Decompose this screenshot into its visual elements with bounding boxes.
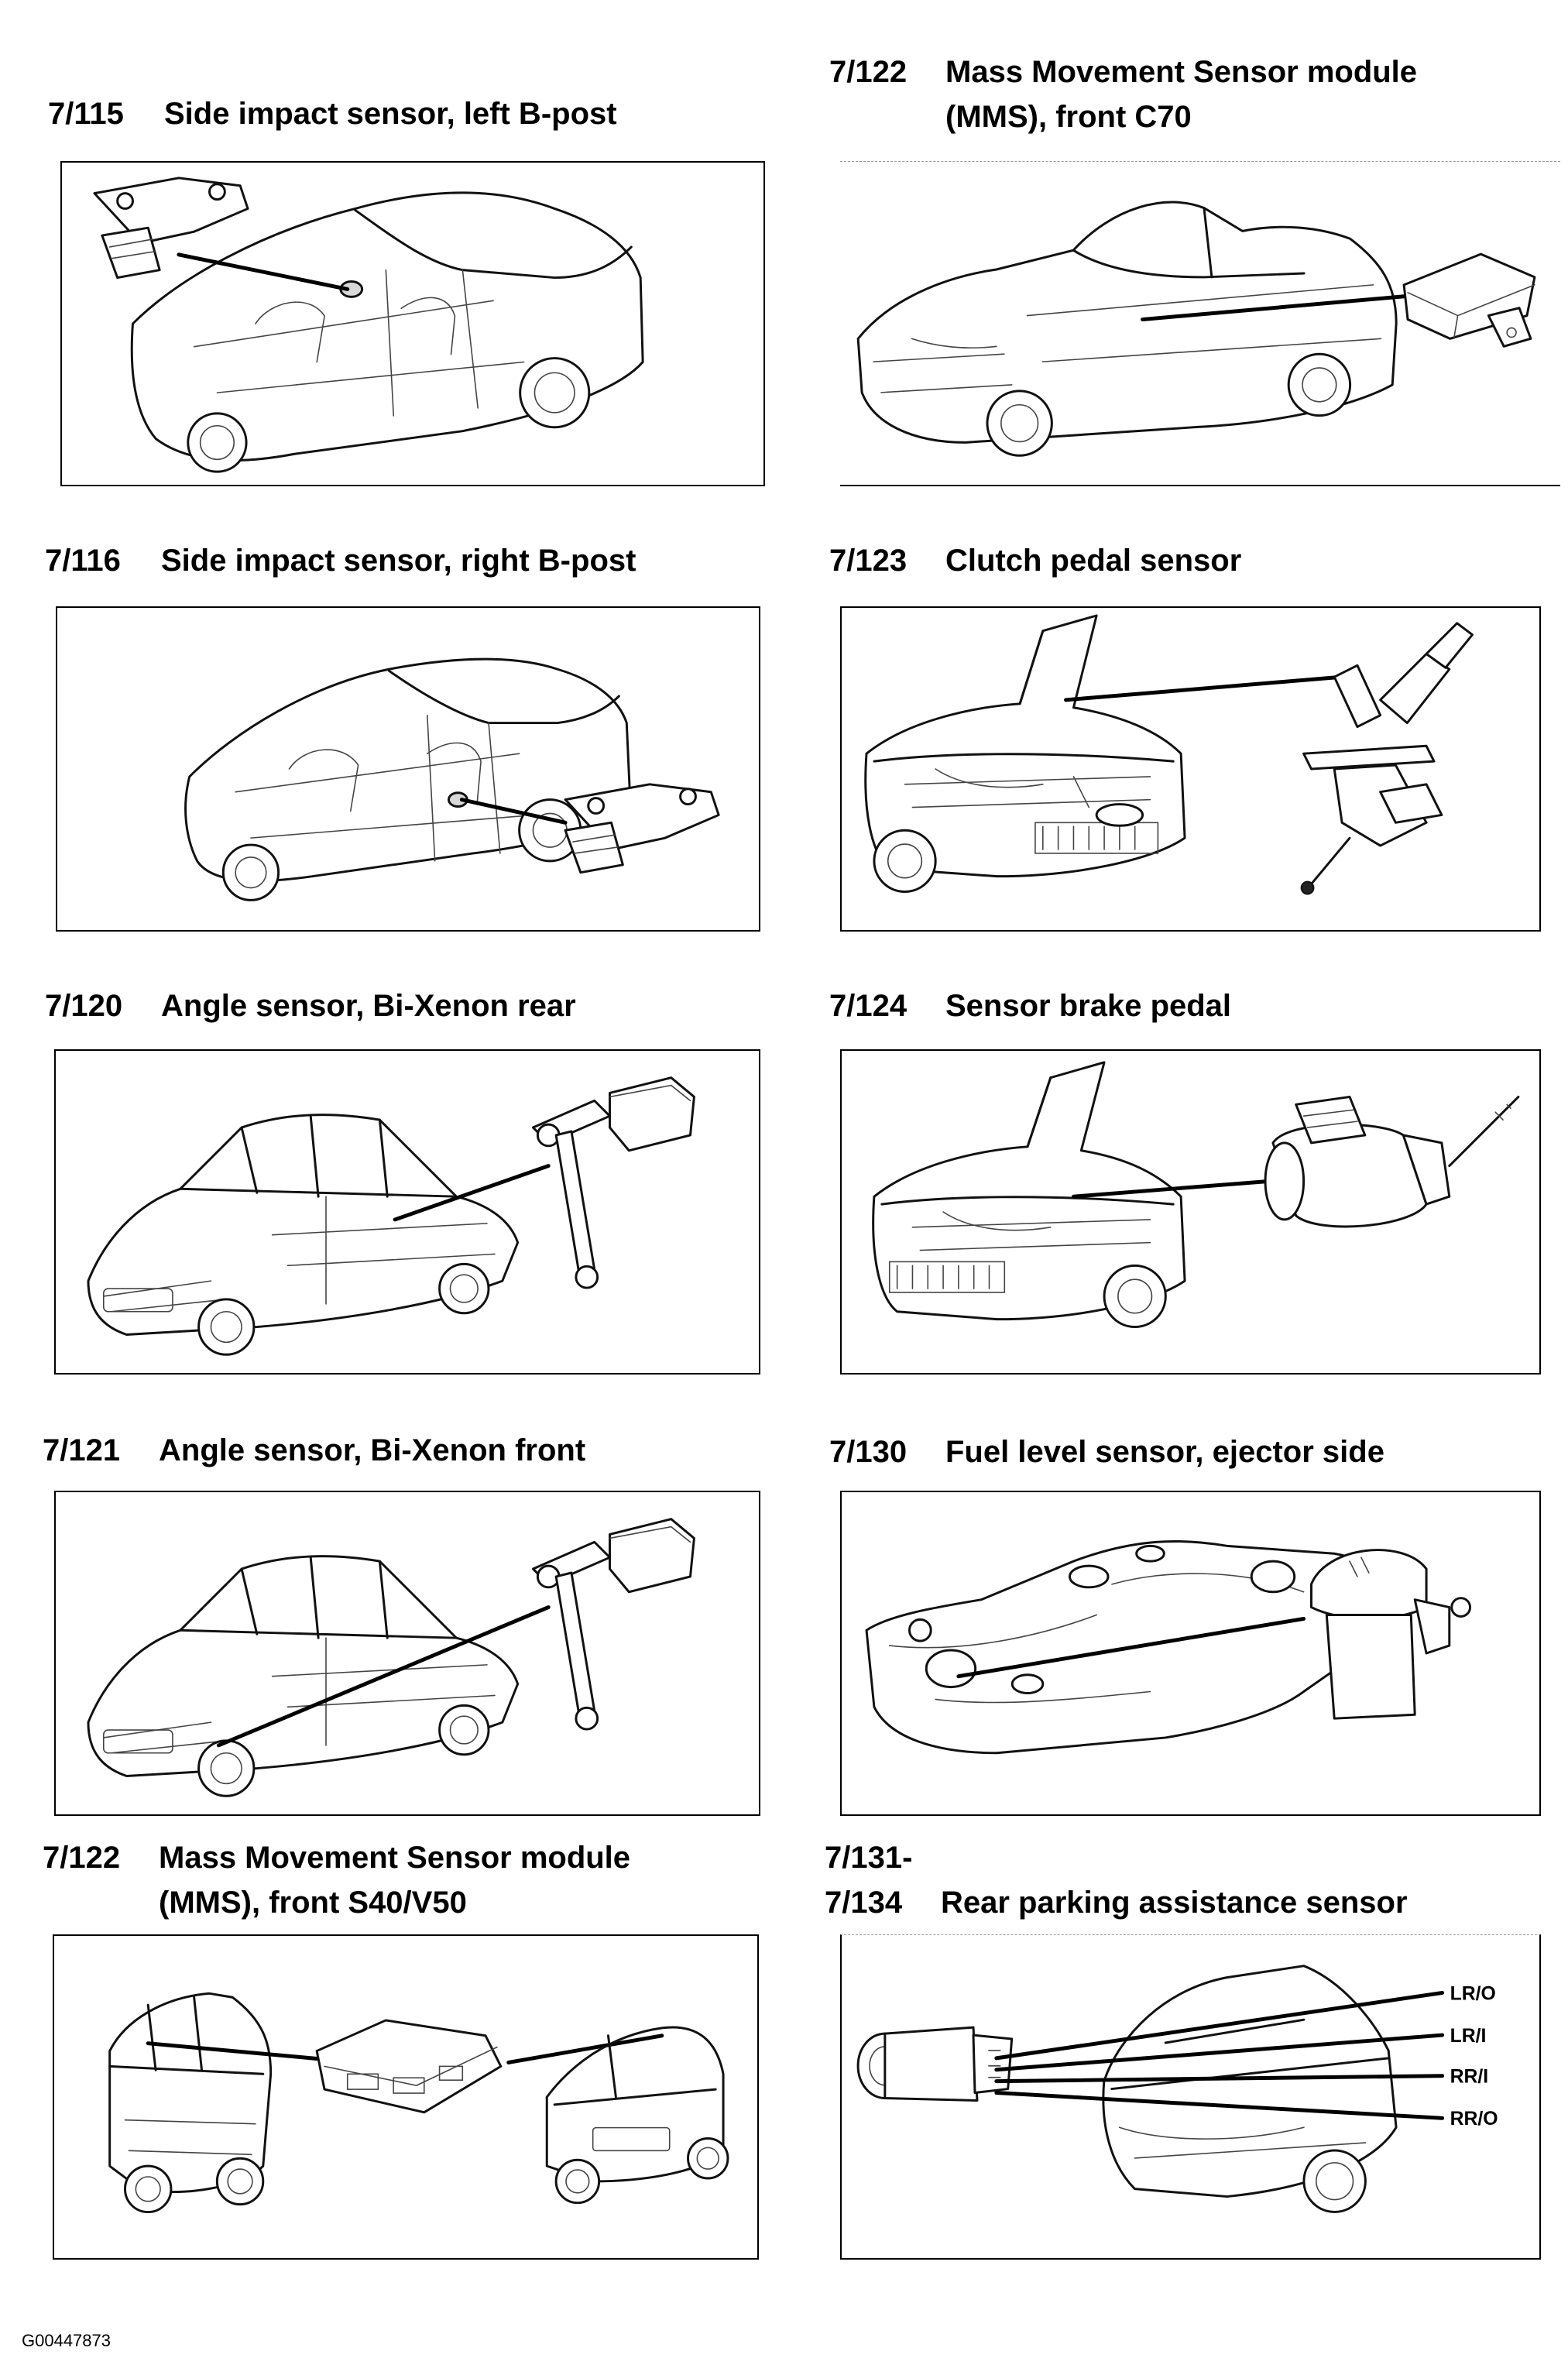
car-side-impact-left-illustration — [93, 177, 644, 473]
panel-7-124-brake-pedal — [840, 1049, 1541, 1375]
label-lr-o: LR/O — [1450, 1983, 1496, 2004]
label-lr-i: LR/I — [1450, 2026, 1487, 2047]
panel-7-130-fuel-level — [840, 1491, 1541, 1816]
clutch-pedal-illustration — [864, 614, 1474, 895]
panel-7-121-angle-sensor-front — [54, 1491, 760, 1816]
parking-assistance-illustration: LR/O LR/I RR/I RR/O — [856, 1965, 1498, 2213]
angle-sensor-rear-icon — [531, 1076, 695, 1289]
brake-pedal-sensor-icon — [1264, 1095, 1520, 1228]
mms-module-s40-icon — [315, 2019, 503, 2114]
car-side-impact-right-illustration — [184, 657, 720, 901]
s40-v50-mms-illustration — [108, 1992, 729, 2214]
car-angle-sensor-rear-illustration — [87, 1076, 695, 1356]
panel-7-131-134-parking-sensor: LR/O LR/I RR/I RR/O — [840, 1934, 1541, 2260]
fuel-tank-illustration — [865, 1539, 1472, 1755]
car-angle-sensor-front-illustration — [87, 1518, 695, 1797]
fuel-level-sensor-icon — [1310, 1549, 1472, 1720]
label-rr-i: RR/I — [1450, 2067, 1489, 2088]
parking-sensor-icon — [856, 2026, 1014, 2102]
panel-7-123-clutch-pedal — [840, 606, 1541, 932]
side-impact-sensor-right-icon — [564, 783, 720, 874]
clutch-pedal-sensor-icon — [1300, 622, 1474, 895]
angle-sensor-front-icon — [531, 1518, 695, 1731]
panel-7-122-mms-s40-v50 — [53, 1934, 759, 2260]
side-impact-sensor-left-icon — [93, 177, 249, 280]
brake-pedal-illustration — [872, 1061, 1520, 1329]
panel-7-120-angle-sensor-rear — [54, 1049, 760, 1375]
panel-7-115-left-b-post — [60, 161, 765, 486]
figure-code: G00447873 — [22, 2331, 111, 2350]
label-rr-o: RR/O — [1450, 2109, 1498, 2130]
panel-7-122-mms-c70 — [840, 161, 1560, 486]
c70-convertible-illustration — [856, 201, 1536, 457]
panel-7-116-right-b-post — [56, 606, 760, 932]
mms-module-c70-icon — [1402, 252, 1536, 348]
